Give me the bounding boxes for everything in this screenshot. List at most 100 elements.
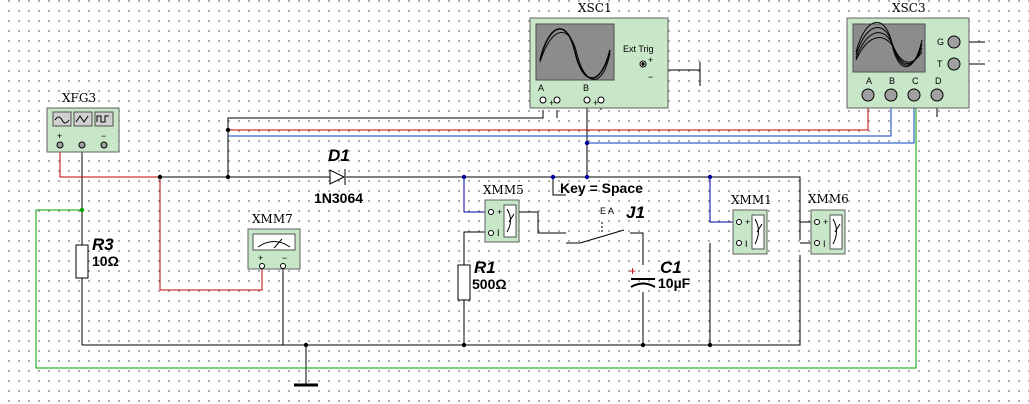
svg-text:C: C xyxy=(912,76,919,86)
svg-text:G: G xyxy=(937,37,944,47)
function-generator-xfg3[interactable]: XFG3 + − xyxy=(46,91,120,153)
xsc1-label: XSC1 xyxy=(578,1,612,15)
d1-value: 1N3064 xyxy=(314,190,363,206)
oscilloscope-xsc3[interactable]: XSC3 G T A B C D xyxy=(846,1,970,109)
svg-text:T: T xyxy=(937,59,943,69)
junction xyxy=(461,342,467,348)
svg-text:I: I xyxy=(745,239,748,249)
xmm7-terminal-plus[interactable] xyxy=(259,263,265,269)
xsc1-ch-b-terminal-2[interactable] xyxy=(597,96,605,104)
square-wave-icon[interactable] xyxy=(96,115,109,123)
xsc1-ch-a-terminal[interactable] xyxy=(539,96,547,104)
svg-text:B: B xyxy=(889,76,895,86)
diode-symbol xyxy=(329,169,346,185)
xsc1-ch-a-label: A xyxy=(538,83,544,93)
switch-j1[interactable]: Key = Space E A J1 xyxy=(560,180,645,244)
wire-xfg-plus[interactable] xyxy=(59,150,80,178)
d1-ref: D1 xyxy=(328,146,350,165)
xmm5-terminal-plus[interactable] xyxy=(488,209,494,215)
svg-text:−: − xyxy=(648,72,653,82)
svg-text:I: I xyxy=(497,228,500,238)
svg-text:+: + xyxy=(593,98,598,108)
r3-value: 10Ω xyxy=(92,253,119,269)
wire-r1-top[interactable] xyxy=(463,231,488,265)
junction xyxy=(225,127,231,133)
resistor-r1[interactable]: R1 500Ω xyxy=(457,258,507,301)
xmm1-terminal-plus[interactable] xyxy=(736,219,742,225)
junction xyxy=(157,174,163,180)
triangle-wave-icon[interactable] xyxy=(75,115,89,123)
junction xyxy=(640,342,646,348)
wire-xsc1-a[interactable] xyxy=(227,110,544,177)
junction xyxy=(584,140,590,146)
multimeter-xmm1[interactable]: XMM1 + I xyxy=(731,193,772,255)
oscilloscope-xsc1[interactable]: XSC1 Ext Trig + − A B + + xyxy=(529,1,669,109)
wire-xmm5-right[interactable] xyxy=(518,211,566,234)
xsc3-t-terminal[interactable] xyxy=(947,57,961,71)
diode-d1[interactable]: D1 1N3064 xyxy=(314,146,363,206)
xmm5-terminal-minus[interactable] xyxy=(488,230,494,236)
r1-ref: R1 xyxy=(474,258,496,277)
j1-key-label: Key = Space xyxy=(560,180,643,196)
svg-text:+: + xyxy=(497,207,502,217)
xfg3-terminal-plus[interactable] xyxy=(56,141,64,149)
xmm1-terminal-minus[interactable] xyxy=(736,240,742,246)
xsc1-waveform xyxy=(539,28,611,79)
resistor-r3[interactable]: R3 10Ω xyxy=(75,235,119,279)
j1-hint: E A xyxy=(600,206,614,216)
xsc3-ch-a-terminal[interactable] xyxy=(861,88,875,102)
xmm6-terminal-plus[interactable] xyxy=(814,219,820,225)
xsc1-ext-trig-terminal-2[interactable] xyxy=(641,62,645,66)
wire-blue-xsc3c[interactable] xyxy=(587,94,915,144)
c1-ref: C1 xyxy=(660,258,682,277)
multimeter-xmm6[interactable]: XMM6 + I xyxy=(808,192,849,255)
xsc3-label: XSC3 xyxy=(892,1,926,15)
xfg3-label: XFG3 xyxy=(62,91,96,105)
svg-text:D: D xyxy=(935,76,942,86)
wire-xmm1-plus[interactable] xyxy=(709,177,735,223)
xsc3-ch-b-terminal[interactable] xyxy=(884,88,898,102)
wire-red-fg[interactable] xyxy=(59,150,263,291)
xsc3-ch-d-terminal[interactable] xyxy=(930,88,944,102)
junction xyxy=(79,207,85,213)
xfg3-plus-label: + xyxy=(57,131,62,141)
xmm6-terminal-minus[interactable] xyxy=(814,240,820,246)
r1-value: 500Ω xyxy=(472,276,507,292)
svg-text:I: I xyxy=(823,239,826,249)
wire-top-rail[interactable] xyxy=(80,176,801,240)
resistor-symbol xyxy=(75,244,89,279)
junction xyxy=(707,342,713,348)
xsc1-ch-b-terminal[interactable] xyxy=(583,96,591,104)
xmm7-terminal-minus[interactable] xyxy=(280,263,286,269)
svg-text:+: + xyxy=(258,253,263,263)
capacitor-c1[interactable]: + C1 10µF xyxy=(629,258,691,291)
wire-green-xsc3c[interactable] xyxy=(35,94,917,369)
sine-wave-icon[interactable] xyxy=(54,116,70,124)
multimeter-xmm7[interactable]: XMM7 + − xyxy=(247,212,301,270)
xmm1-label: XMM1 xyxy=(731,193,772,207)
junction xyxy=(584,174,590,180)
xfg3-minus-label: − xyxy=(101,131,106,141)
junction xyxy=(550,174,556,180)
wire-xmm5-plus[interactable] xyxy=(463,177,488,213)
r3-ref: R3 xyxy=(92,235,114,254)
wire-bottom-rail[interactable] xyxy=(82,255,801,346)
c1-value: 10µF xyxy=(658,275,691,291)
xsc1-ch-a-terminal-2[interactable] xyxy=(553,96,561,104)
junctions xyxy=(79,127,713,348)
svg-text:+: + xyxy=(823,217,828,227)
junction xyxy=(303,342,309,348)
resistor-symbol xyxy=(457,264,471,301)
xmm7-label: XMM7 xyxy=(252,212,293,226)
xsc3-ch-c-terminal[interactable] xyxy=(907,88,921,102)
xsc1-ext-trig-label: Ext Trig xyxy=(623,44,654,54)
multimeter-xmm5[interactable]: XMM5 + I xyxy=(483,183,524,243)
wire-j1-top[interactable] xyxy=(552,177,566,196)
xfg3-terminal-minus[interactable] xyxy=(100,141,108,149)
junction xyxy=(461,174,467,180)
xfg3-terminal-com[interactable] xyxy=(78,141,86,149)
wire-j1-right[interactable] xyxy=(630,232,644,265)
xsc3-g-terminal[interactable] xyxy=(947,35,961,49)
meter-needle-icon xyxy=(257,238,291,249)
